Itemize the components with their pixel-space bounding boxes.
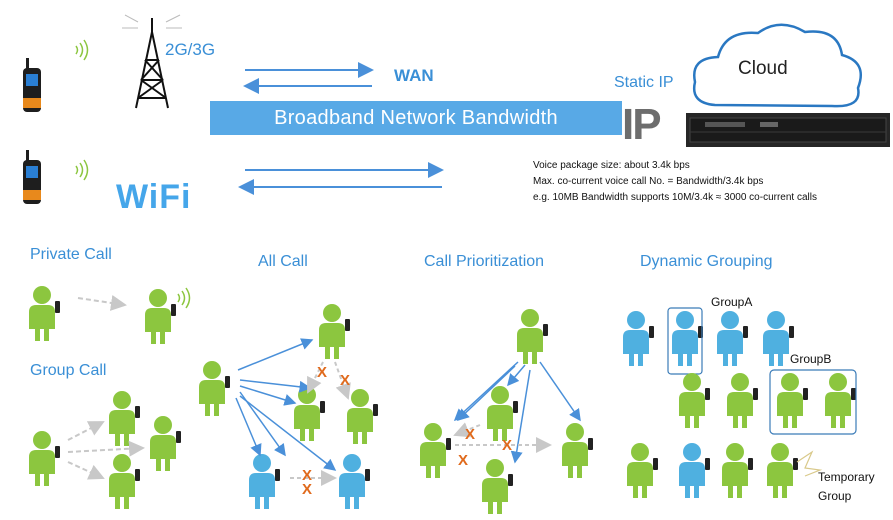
tower-label: 2G/3G	[165, 40, 216, 59]
signal-waves-icon	[177, 287, 191, 309]
person-icon	[679, 443, 710, 498]
blocked-marker: X	[340, 372, 351, 389]
person-icon	[722, 443, 753, 498]
person-icon	[482, 459, 513, 514]
person-icon	[319, 304, 350, 359]
callout-pointer	[796, 450, 823, 477]
section-private-call: Private Call	[30, 246, 112, 263]
person-icon	[679, 373, 710, 428]
person-icon	[249, 454, 280, 509]
person-icon	[767, 443, 798, 498]
temporary-group-label-line1: Temporary	[818, 470, 875, 484]
section-call-prioritization: Call Prioritization	[424, 253, 545, 270]
person-icon	[727, 373, 758, 428]
section-group-call: Group Call	[30, 362, 107, 379]
ip-label: IP	[622, 100, 662, 149]
wifi-label: WiFi	[116, 178, 192, 216]
info-line-1: Voice package size: about 3.4k bps	[533, 160, 690, 171]
person-icon	[199, 361, 230, 416]
temporary-group-label-line2: Group	[818, 489, 852, 503]
person-icon	[627, 443, 658, 498]
blocked-marker: X	[458, 452, 469, 469]
person-icon	[517, 309, 548, 364]
person-icon	[717, 311, 748, 366]
cloud-icon	[692, 23, 862, 108]
static-ip-label: Static IP	[614, 74, 674, 91]
wan-label: WAN	[394, 66, 434, 85]
blocked-marker: X	[302, 481, 313, 498]
cell-tower-icon	[122, 14, 182, 109]
server-icon	[686, 113, 890, 147]
person-icon	[672, 311, 703, 366]
group-b-label: GroupB	[790, 352, 832, 366]
section-all-call: All Call	[258, 253, 308, 270]
person-icon	[29, 431, 60, 486]
blocked-marker: X	[317, 364, 328, 381]
person-icon	[294, 386, 325, 441]
bandwidth-bar: Broadband Network Bandwidth	[210, 101, 622, 135]
person-icon	[347, 389, 378, 444]
group-a-box	[667, 307, 703, 375]
person-icon	[109, 391, 140, 446]
person-icon	[109, 454, 140, 509]
person-icon	[420, 423, 451, 478]
person-icon	[145, 289, 176, 344]
blocked-marker: X	[465, 426, 476, 443]
group-b-box	[769, 369, 857, 435]
person-icon	[562, 423, 593, 478]
person-icon	[825, 373, 856, 428]
signal-waves-icon	[75, 39, 89, 61]
person-icon	[777, 373, 808, 428]
radio-device-icon	[23, 58, 41, 112]
cloud-label: Cloud	[738, 58, 788, 79]
info-line-3: e.g. 10MB Bandwidth supports 10M/3.4k ≈ …	[533, 192, 817, 203]
person-icon	[623, 311, 654, 366]
blocked-marker: X	[302, 467, 313, 484]
person-icon	[150, 416, 181, 471]
radio-device-icon	[23, 150, 41, 204]
group-a-label: GroupA	[711, 295, 753, 309]
blocked-marker: X	[502, 437, 513, 454]
info-line-2: Max. co-current voice call No. = Bandwid…	[533, 176, 764, 187]
section-dynamic-grouping: Dynamic Grouping	[640, 253, 773, 270]
signal-waves-icon	[75, 159, 89, 181]
person-icon	[487, 386, 518, 441]
person-icon	[29, 286, 60, 341]
person-icon	[339, 454, 370, 509]
